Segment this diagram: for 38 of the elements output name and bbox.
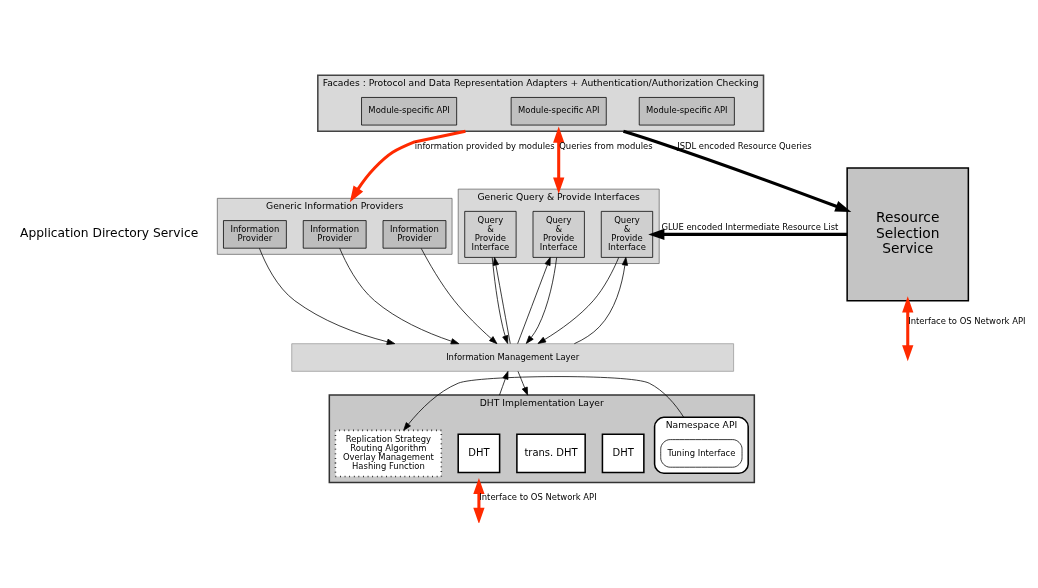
label: Application Directory Service [20,225,199,240]
arrow [517,256,551,344]
node-box: Query & Provide Interface [532,210,585,258]
edge-label: Interface to OS Network API [479,491,597,502]
arrow [525,256,558,344]
node-box: Module-specific API [638,96,735,125]
node-box: Information Provider [302,219,367,249]
arrow [537,256,620,344]
node-box: DHT [601,432,645,473]
arrow [403,375,685,431]
node-box: trans. DHT [516,432,586,473]
node-box: Replication Strategy Routing Algorithm Overlay Management Hashing Function [334,429,443,477]
arrow [420,247,498,344]
arrow [573,256,628,344]
arrow [622,129,852,212]
node-box: Information Provider [223,219,287,249]
arrow [259,247,396,345]
edge-label: information provided by modules [414,140,555,151]
arrow [499,370,509,395]
edge-label: JSDL encoded Resource Queries [677,140,812,151]
arrow [517,370,529,395]
arrow [339,247,460,344]
arrow [553,126,565,194]
node-box: Information Provider [382,219,447,249]
arrow [473,477,485,523]
node-box: Query & Provide Interface [600,210,654,258]
node-box: Tuning Interface [660,438,743,468]
node-box: Resource Selection Service [846,166,970,301]
arrow [902,295,914,361]
arrow [349,129,466,202]
node-box: Query & Provide Interface [464,210,517,258]
arrow [648,228,848,240]
node-box: Information Management Layer [291,342,734,372]
edge-label: Interface to OS Network API [908,315,1026,326]
node-box: DHT [457,432,501,473]
node-box: Module-specific API [510,96,607,125]
node-box: Module-specific API [361,96,458,125]
edge-label: GLUE encoded Intermediate Resource List [661,221,839,232]
